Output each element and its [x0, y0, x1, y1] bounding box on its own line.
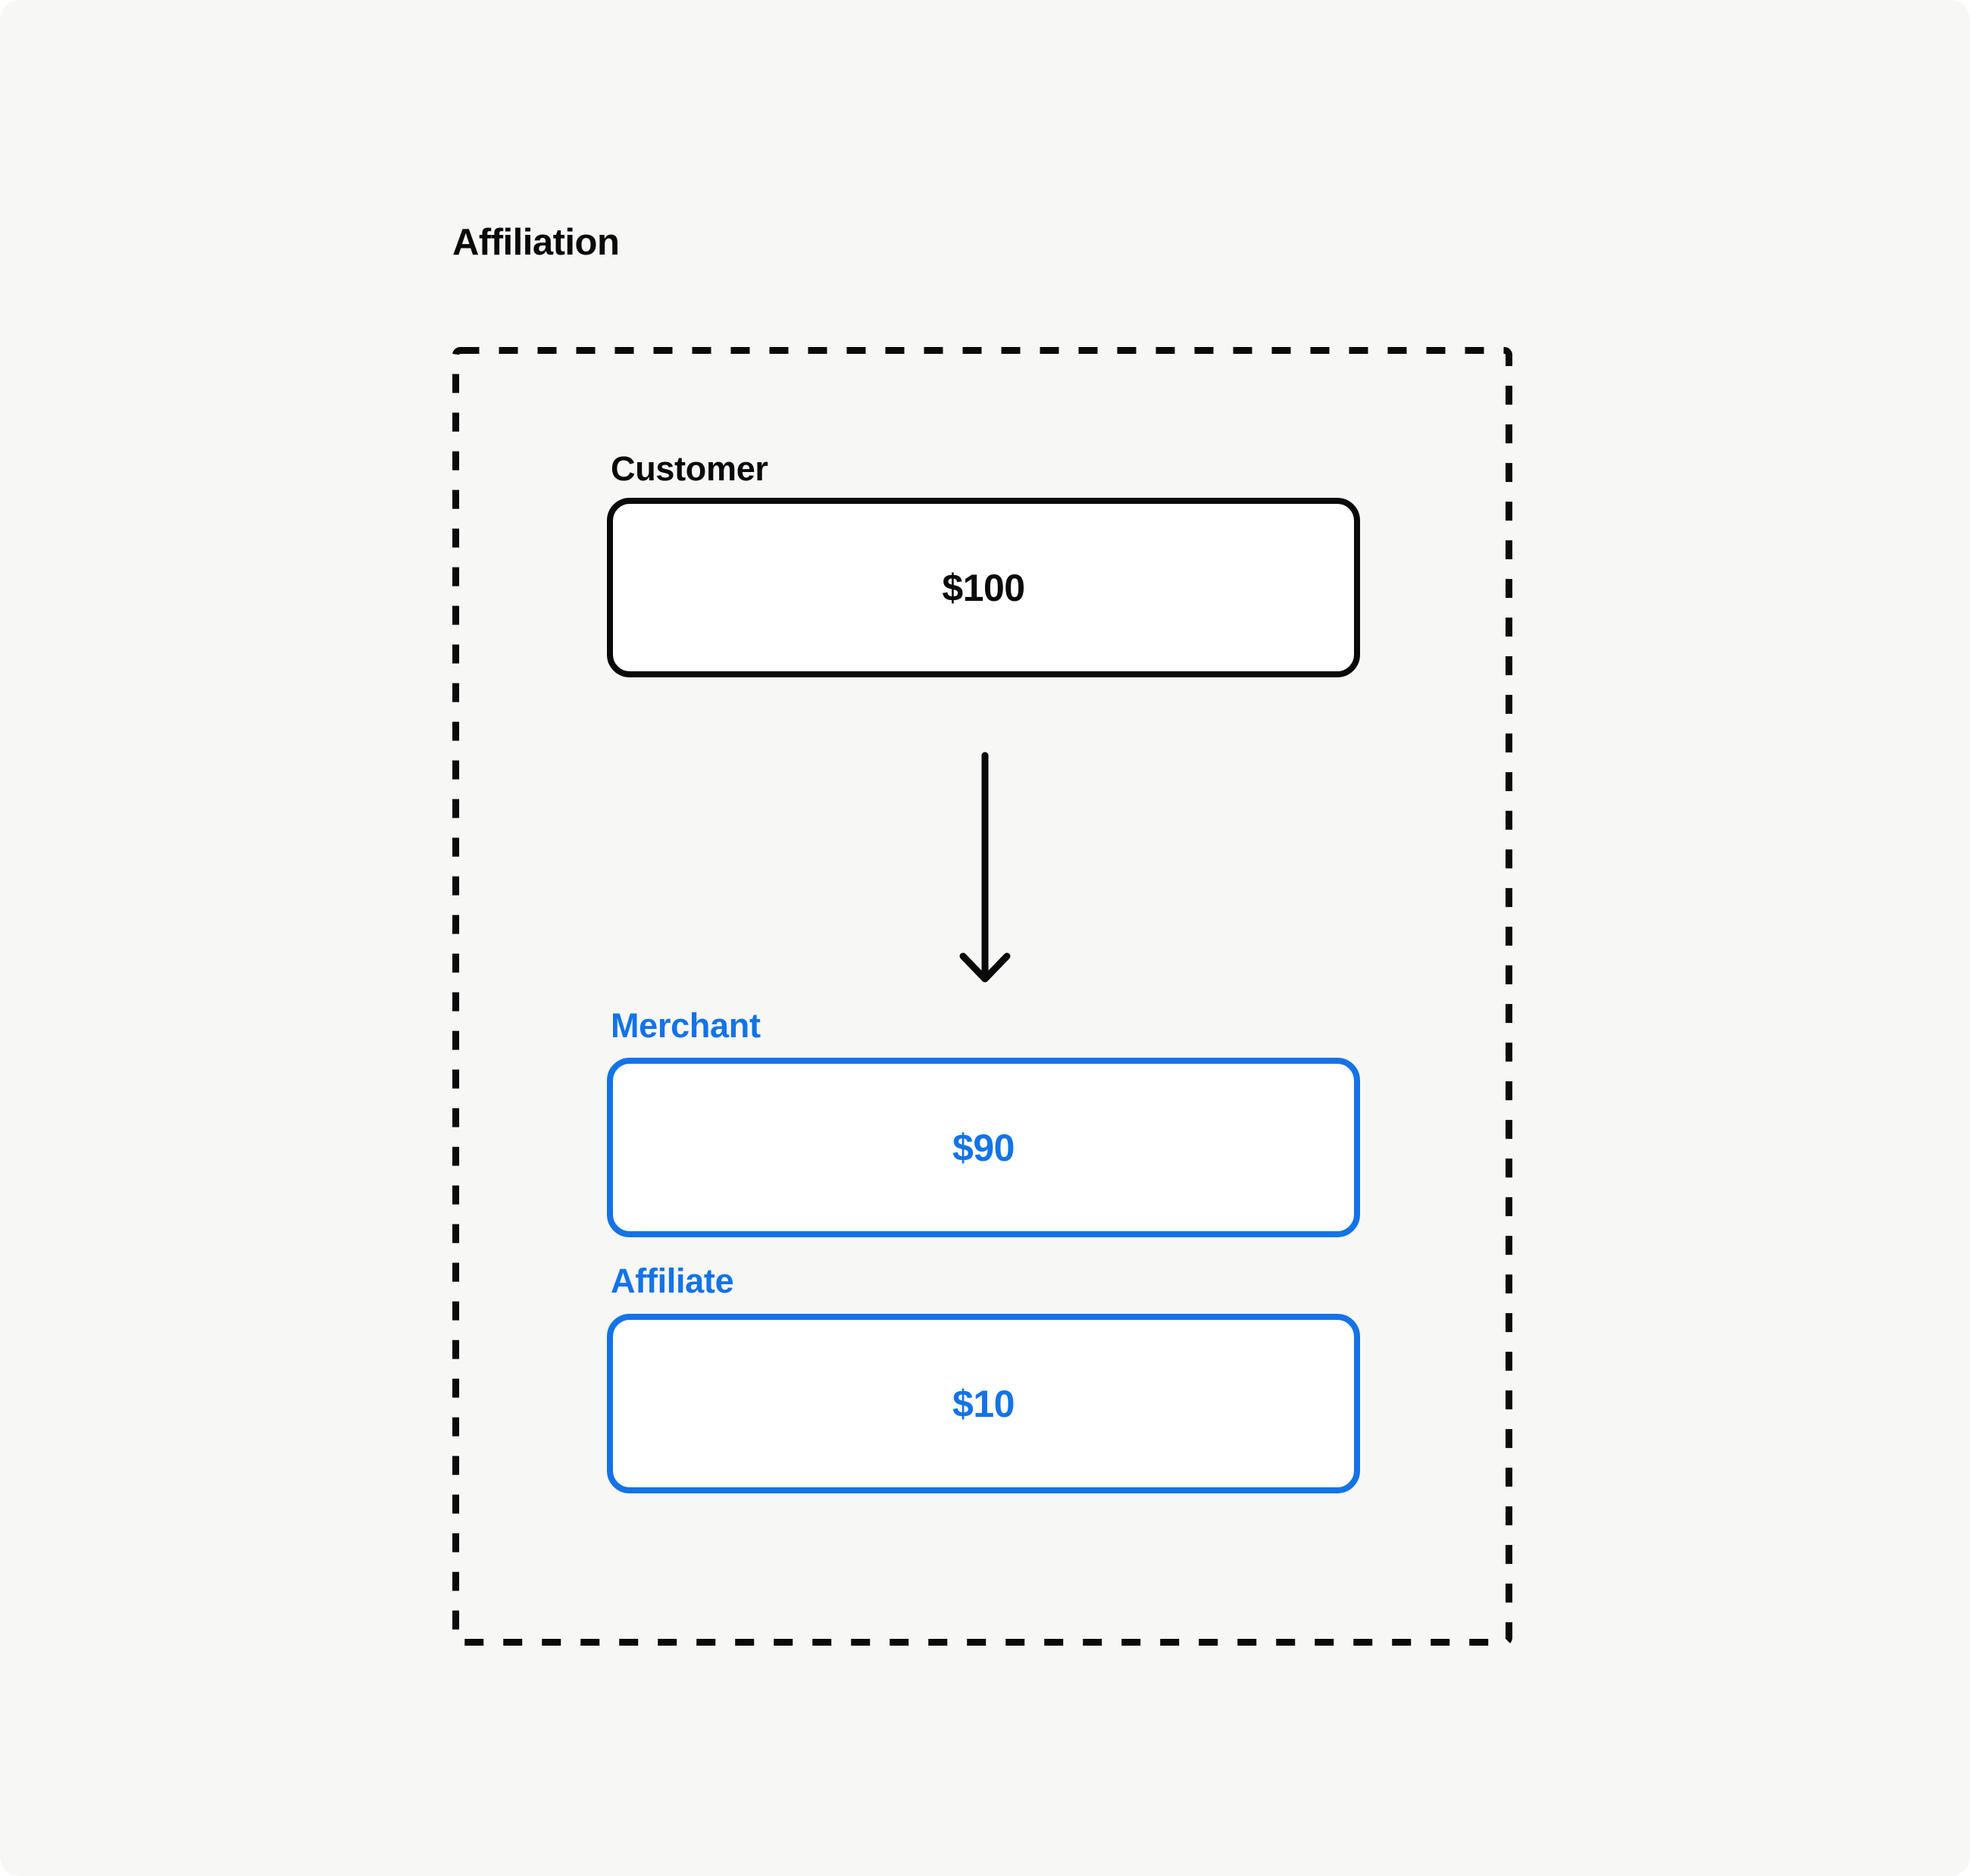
customer-box: $100 [607, 498, 1360, 677]
diagram-title: Affiliation [452, 222, 620, 263]
affiliate-amount: $10 [952, 1382, 1015, 1425]
merchant-box: $90 [607, 1058, 1360, 1237]
customer-amount: $100 [942, 566, 1025, 609]
down-arrow-head [959, 952, 1011, 983]
down-arrow-icon [959, 752, 1011, 983]
merchant-amount: $90 [952, 1126, 1015, 1169]
affiliate-box: $10 [607, 1314, 1360, 1493]
merchant-label: Merchant [611, 1006, 761, 1045]
affiliate-label: Affiliate [611, 1262, 734, 1300]
customer-label: Customer [611, 449, 768, 488]
